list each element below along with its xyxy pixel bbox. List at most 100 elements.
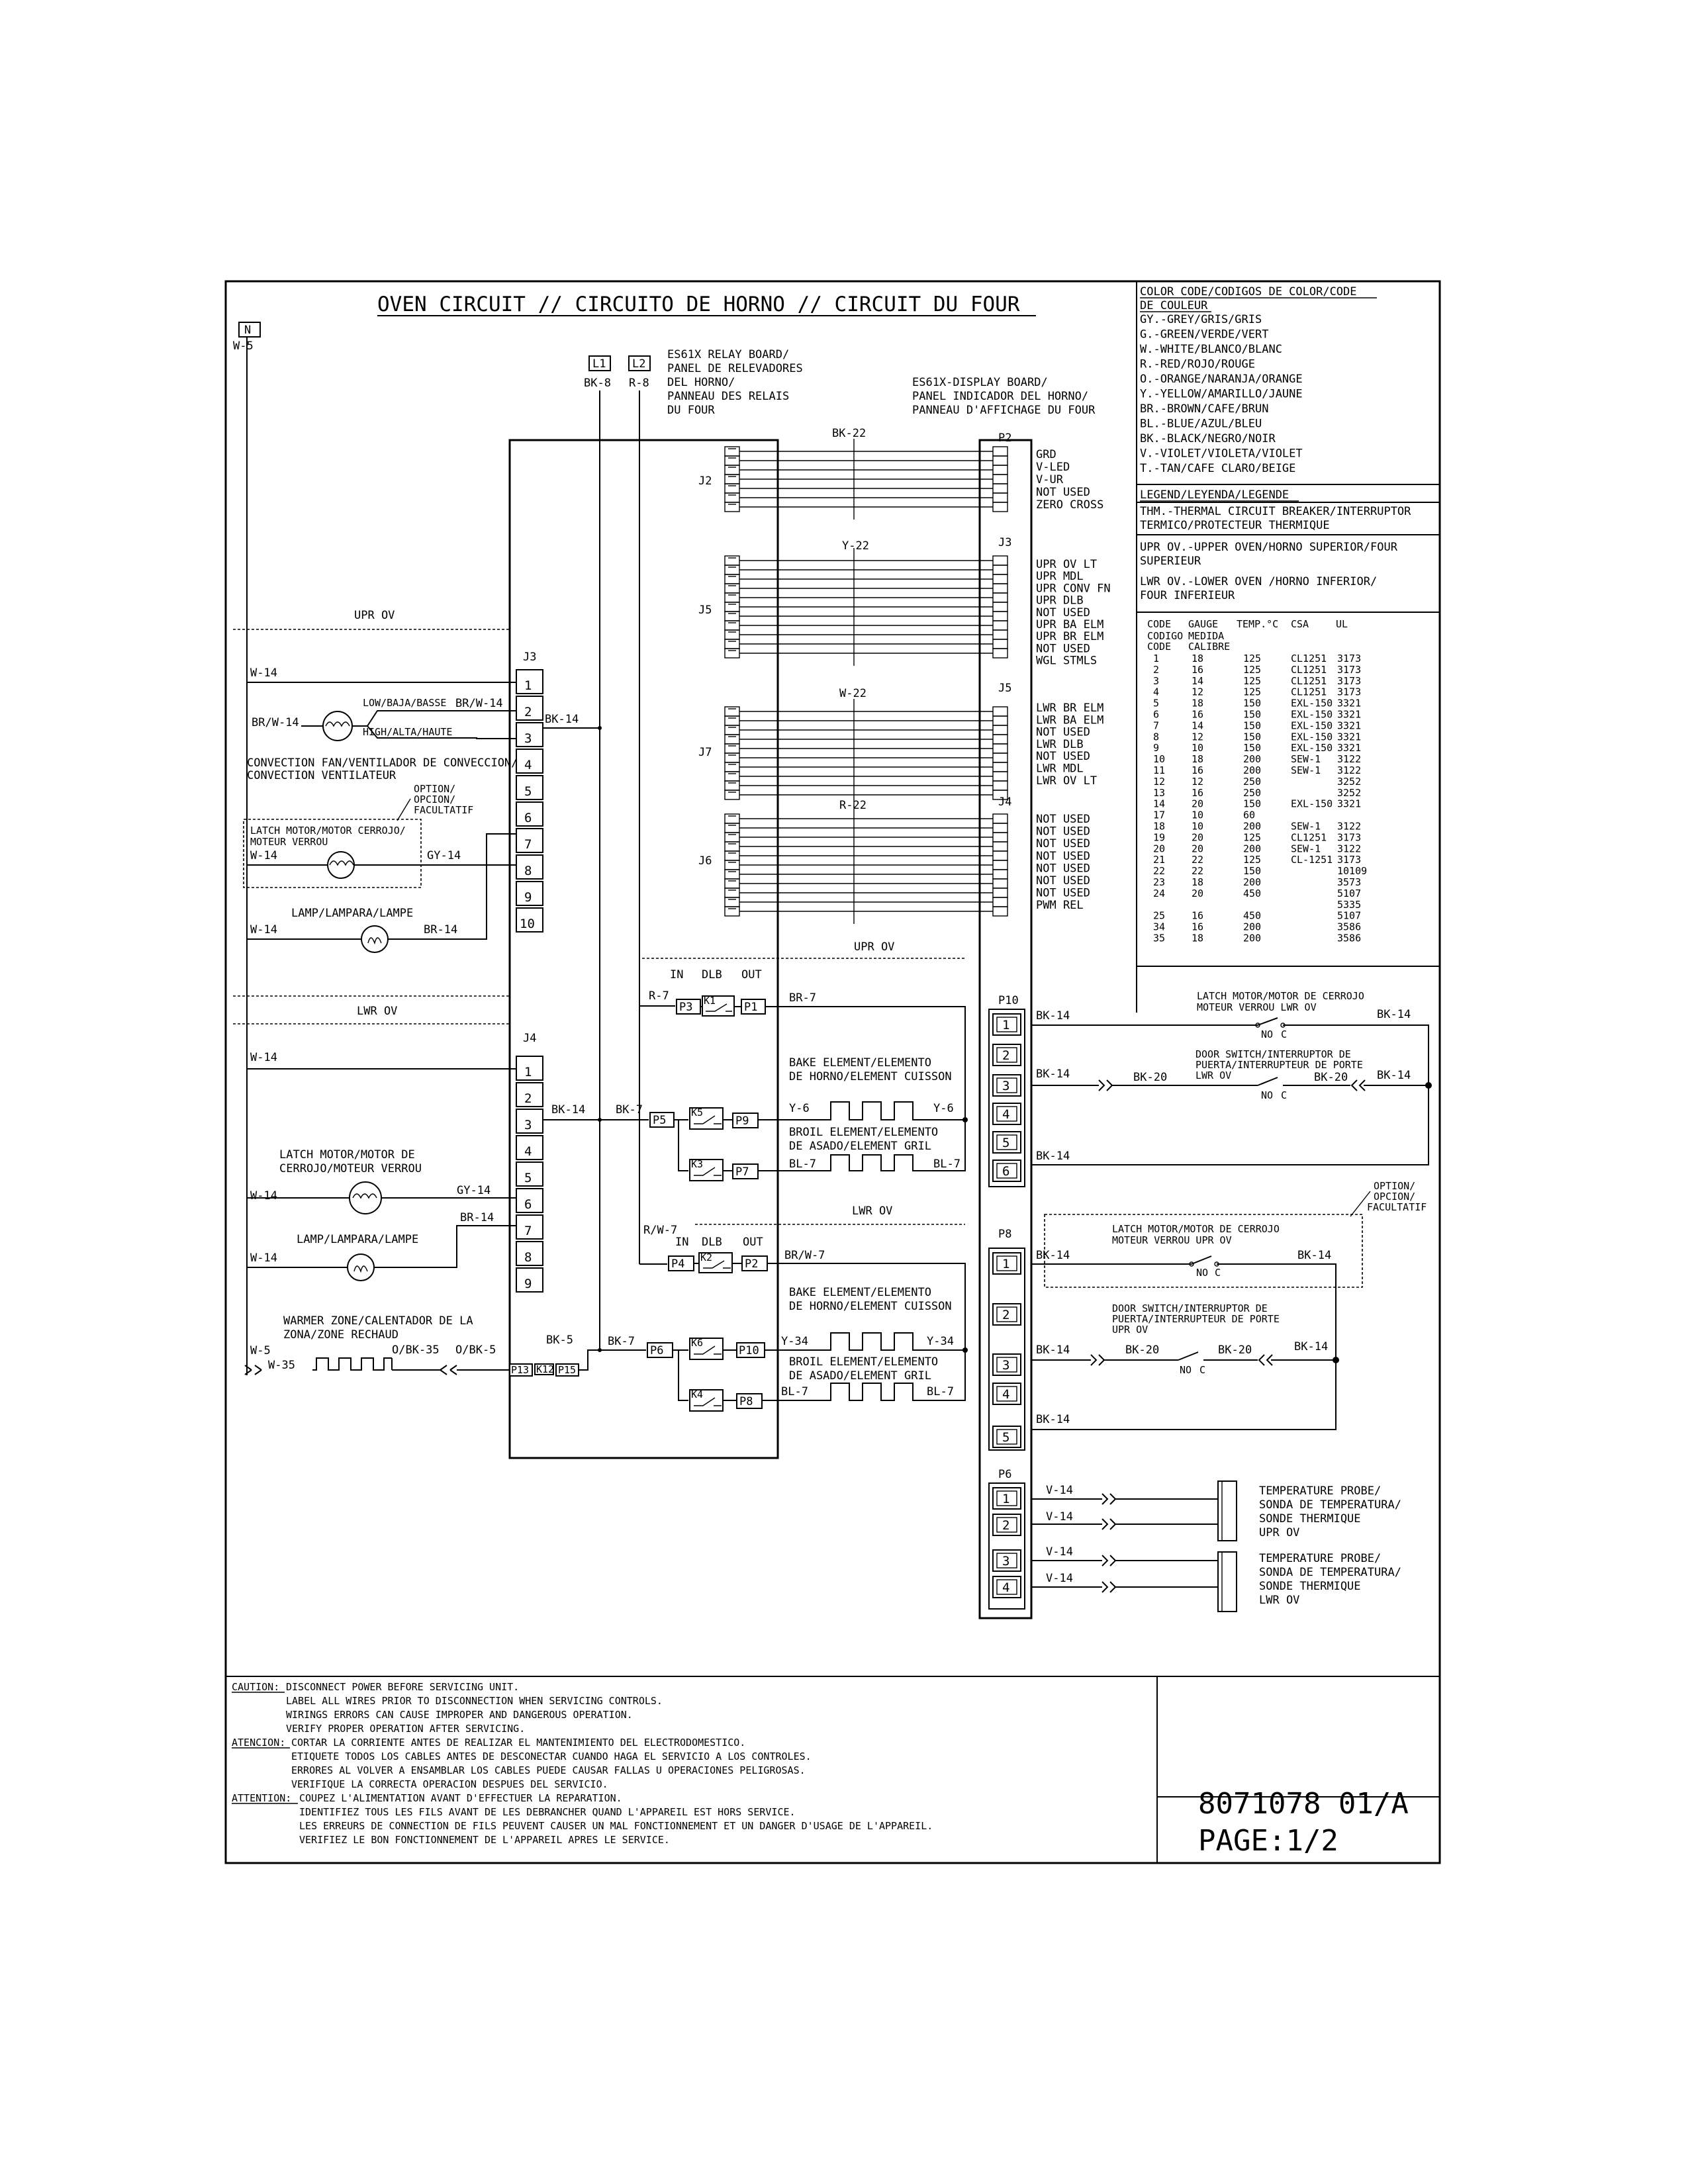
door-lwr-label-3: LWR OV [1196,1069,1231,1081]
gauge-cell: 3321 [1337,731,1361,743]
connector-pin [516,1214,543,1240]
wire-label: BK-14 [551,1103,585,1116]
wire-label: BK-20 [1133,1071,1167,1084]
gauge-cell: 150 [1243,742,1261,754]
wire-label: BK-20 [1125,1343,1159,1357]
wire-label: BK-20 [1218,1343,1252,1357]
ribbon-pin-display [992,455,1008,466]
caution-label: CAUTION: [232,1681,279,1693]
ribbon-pin-display [992,639,1008,649]
ribbon-pin-display [992,869,1008,880]
attention-label: ATTENTION: [232,1792,291,1804]
connector-pin [516,1267,543,1293]
display-connector-pin-number: 3 [1002,1358,1009,1373]
display-pin-label: LWR OV LT [1036,774,1097,788]
connector-j6: J6 [698,854,712,868]
relay-board-text: DEL HORNO/ [667,376,735,389]
gauge-cell: EXL-150 [1291,719,1333,731]
relay-k12 [534,1363,554,1375]
gauge-cell: 3321 [1337,798,1361,810]
gauge-cell: 20 [1192,887,1203,899]
wire-label: Y-6 [933,1102,954,1115]
switch-c: C [1281,1089,1287,1101]
ribbon-pin-display [992,583,1008,594]
ribbon-pin-display [992,725,1008,735]
latch-lower-label: LATCH MOTOR/MOTOR DE [279,1148,415,1161]
gauge-cell: 3173 [1337,675,1361,687]
ribbon-pin-display [992,565,1008,575]
ribbon-pin-relay [724,813,740,824]
latch-label: LATCH MOTOR/MOTOR CERROJO/ [250,825,406,837]
gauge-cell: 21 [1153,854,1165,866]
connector-pin [516,1109,543,1134]
gauge-header: UL [1336,618,1348,630]
gauge-cell: 14 [1192,719,1203,731]
gauge-cell: 150 [1243,798,1261,810]
gauge-cell: 19 [1153,831,1165,843]
connector-pin [516,1056,543,1081]
switch-c: C [1215,1267,1221,1279]
display-pin-label: PWM REL [1036,899,1084,912]
ribbon-pin-relay [724,706,740,717]
ribbon-pin-relay [724,502,740,512]
ribbon-pin-relay [724,715,740,726]
gauge-cell: EXL-150 [1291,698,1333,709]
probe-text: TEMPERATURE PROBE/ [1259,1484,1381,1498]
gauge-cell: 3122 [1337,753,1361,765]
display-connector-pin-number: 4 [1002,1387,1009,1402]
display-board-text: PANNEAU D'AFFICHAGE DU FOUR [912,404,1096,417]
color-code-item: BR.-BROWN/CAFE/BRUN [1140,402,1268,416]
gauge-cell: 3122 [1337,842,1361,854]
terminal-l1 [588,355,611,371]
ribbon-cables [724,439,1008,924]
caution-text: VERIFY PROPER OPERATION AFTER SERVICING. [286,1723,525,1735]
wire-label: O/BK-35 [392,1343,440,1357]
ribbon-pin-display [992,832,1008,842]
warmer-label-2: ZONA/ZONE RECHAUD [283,1328,399,1342]
relay-k12-label: K12 [536,1363,554,1375]
relay-k6 [689,1338,724,1360]
ribbon-pin-relay [724,790,740,800]
probe-lower-label: TEMPERATURE PROBE/SONDA DE TEMPERATURA/S… [1259,1552,1401,1607]
display-pin-label: NOT USED [1036,862,1090,875]
gauge-subheader: CODIGO [1147,630,1183,642]
gauge-cell: 12 [1192,686,1203,698]
display-pin-label: WGL STMLS [1036,655,1097,668]
terminal-l2-label: L2 [632,357,645,371]
connector-pin [516,828,543,853]
gauge-cell: 24 [1153,887,1165,899]
gauge-cell: 3321 [1337,709,1361,721]
relay-k5 [689,1107,724,1130]
diagram-title: OVEN CIRCUIT // CIRCUITO DE HORNO // CIR… [377,293,1020,316]
ribbon-pin-display [992,771,1008,782]
door-upr-label-2: PUERTA/INTERRUPTEUR DE PORTE [1112,1313,1280,1325]
pin-p2-relay-label: P2 [745,1257,758,1271]
gauge-cell: 5107 [1337,887,1361,899]
gauge-cell: 16 [1192,709,1203,721]
gauge-cell: 14 [1153,798,1165,810]
display-connector-pin-number: 2 [1002,1048,1009,1063]
connector-p10: P10 [998,994,1019,1007]
gauge-cell: 18 [1192,876,1203,888]
color-code-item: BL.-BLUE/AZUL/BLEU [1140,418,1262,431]
ribbon-pin-display [992,850,1008,861]
gauge-cell: 3122 [1337,821,1361,833]
gauge-cell: SEW-1 [1291,842,1321,854]
connector-j7: J7 [698,746,712,759]
legend-line: SUPERIEUR [1140,555,1201,568]
wire-label: BL-7 [789,1158,816,1171]
relay-in-label: IN [670,968,683,981]
wire-label: V-14 [1046,1545,1073,1559]
ribbon-pin-display [992,492,1008,503]
connector-pin-number: 10 [520,917,535,931]
gauge-cell: CL1251 [1291,653,1327,664]
relay-board-text: DU FOUR [667,404,715,417]
wire-label: BK-14 [1036,1249,1070,1262]
relay-board-text: PANEL DE RELEVADORES [667,362,803,375]
ribbon-pin-relay [724,850,740,861]
wire-label: R-22 [839,799,867,812]
ribbon-pin-display [992,823,1008,833]
gauge-cell: 250 [1243,787,1261,799]
connector-pin [516,669,543,694]
wire-label: W-14 [250,923,277,936]
